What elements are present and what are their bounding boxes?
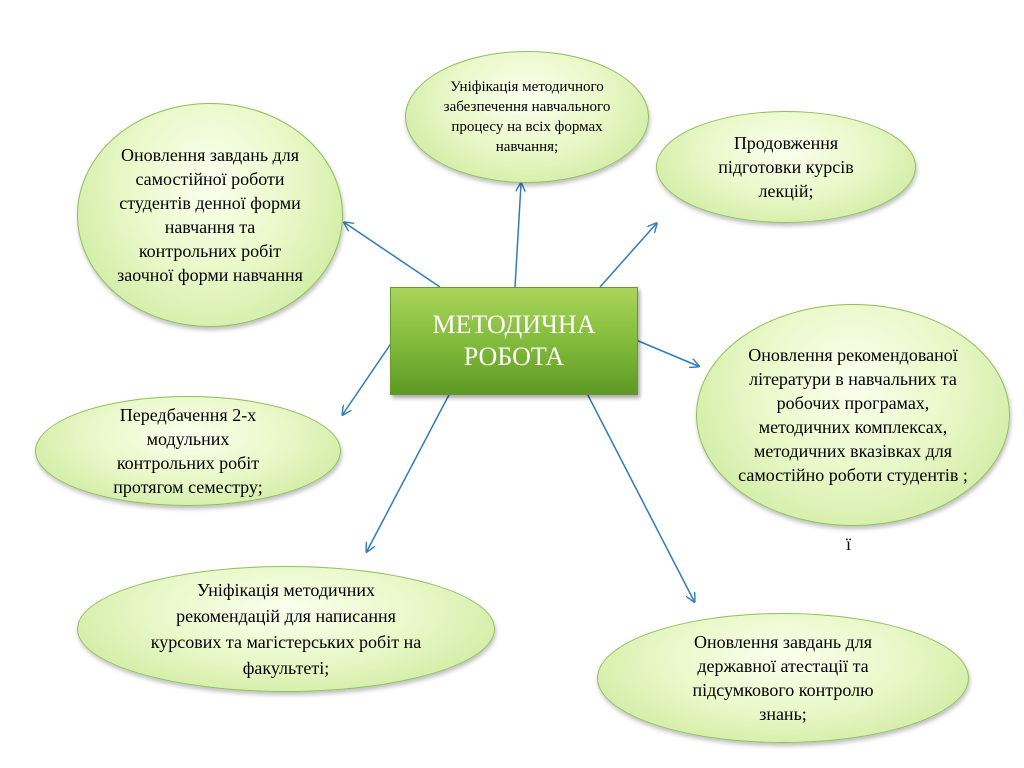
bubble-coursework-guidelines: Уніфікація методичних рекомендацій для н… [77,566,495,692]
arrow-to-state-attestation [575,371,694,601]
bubble-methodical-support-unification: Уніфікація методичного забезпечення навч… [405,51,649,183]
bubble-state-attestation: Оновлення завдань для державної атестаці… [597,613,969,743]
center-node-methodical-work: МЕТОДИЧНА РОБОТА [390,287,638,395]
bubble-text: Уніфікація методичних рекомендацій для н… [150,580,422,678]
arrow-to-unification-support [514,184,521,288]
bubble-literature-update: Оновлення рекомендованої літератури в на… [696,304,1010,526]
arrow-to-coursework-guidelines [367,369,463,551]
center-label-line2: РОБОТА [463,342,565,371]
bubble-text: Оновлення рекомендованої літератури в на… [738,345,968,485]
bubble-student-tasks-update: Оновлення завдань для самостійної роботи… [77,103,343,327]
bubble-modular-tests: Передбачення 2-х модульних контрольних р… [35,396,341,506]
stray-character: ї [846,534,852,554]
arrow-to-literature-update [635,339,698,366]
bubble-text: Уніфікація методичного забезпечення навч… [443,79,611,155]
arrow-to-lecture-courses [599,224,656,288]
arrow-to-student-tasks [345,223,441,288]
center-label-line1: МЕТОДИЧНА [432,310,596,339]
bubble-lecture-courses: Продовження підготовки курсів лекцій; [656,111,916,223]
arrow-to-modular-tests [343,341,393,414]
bubble-text: Продовження підготовки курсів лекцій; [718,133,854,201]
bubble-text: Передбачення 2-х модульних контрольних р… [113,405,263,497]
bubble-text: Оновлення завдань для державної атестаці… [692,632,874,724]
bubble-text: Оновлення завдань для самостійної роботи… [117,145,303,285]
